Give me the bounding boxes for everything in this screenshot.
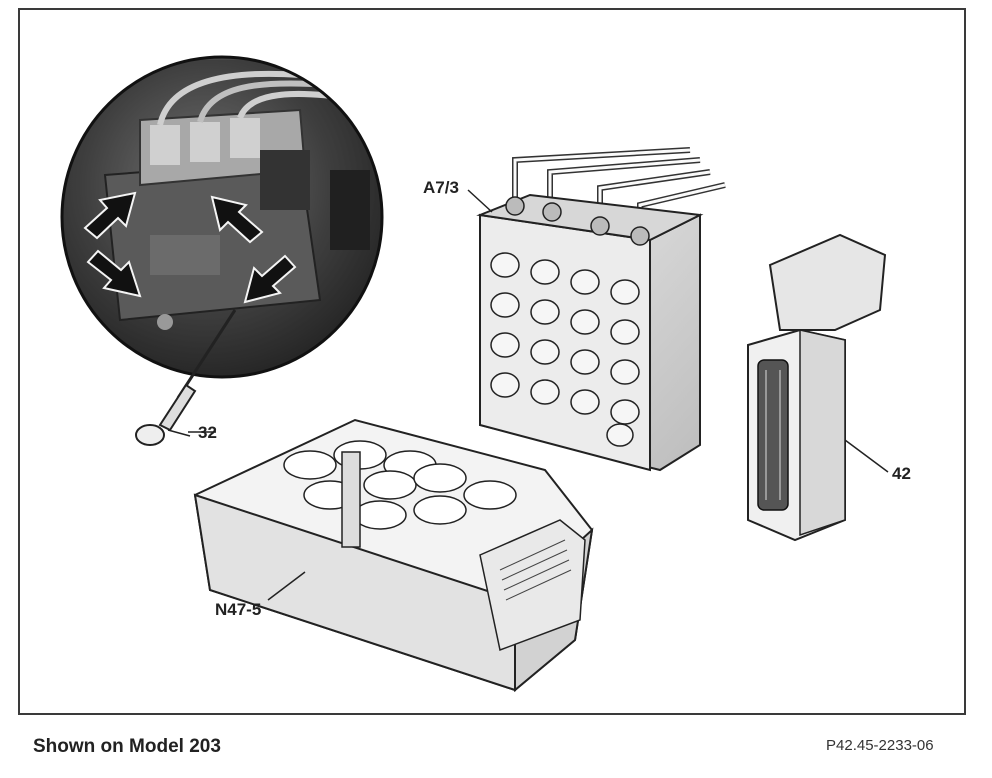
connector	[747, 233, 889, 542]
callout-connector: 42	[892, 464, 911, 483]
arrow-icon	[83, 191, 137, 240]
callout-control-module: N47-5	[215, 600, 262, 619]
caption-model: Shown on Model 203	[33, 736, 221, 757]
callout-valve-unit: A7/3	[423, 178, 459, 197]
screw	[135, 309, 237, 446]
caption-figure-id: P42.45-2233-06	[826, 737, 934, 754]
arrow-icon	[86, 249, 142, 298]
arrow-icon	[210, 195, 264, 244]
control-module	[193, 418, 594, 693]
valve-block	[467, 147, 726, 472]
callout-screw: 32	[198, 423, 217, 442]
arrow-icon	[243, 254, 297, 304]
arrow-icons	[83, 191, 297, 304]
